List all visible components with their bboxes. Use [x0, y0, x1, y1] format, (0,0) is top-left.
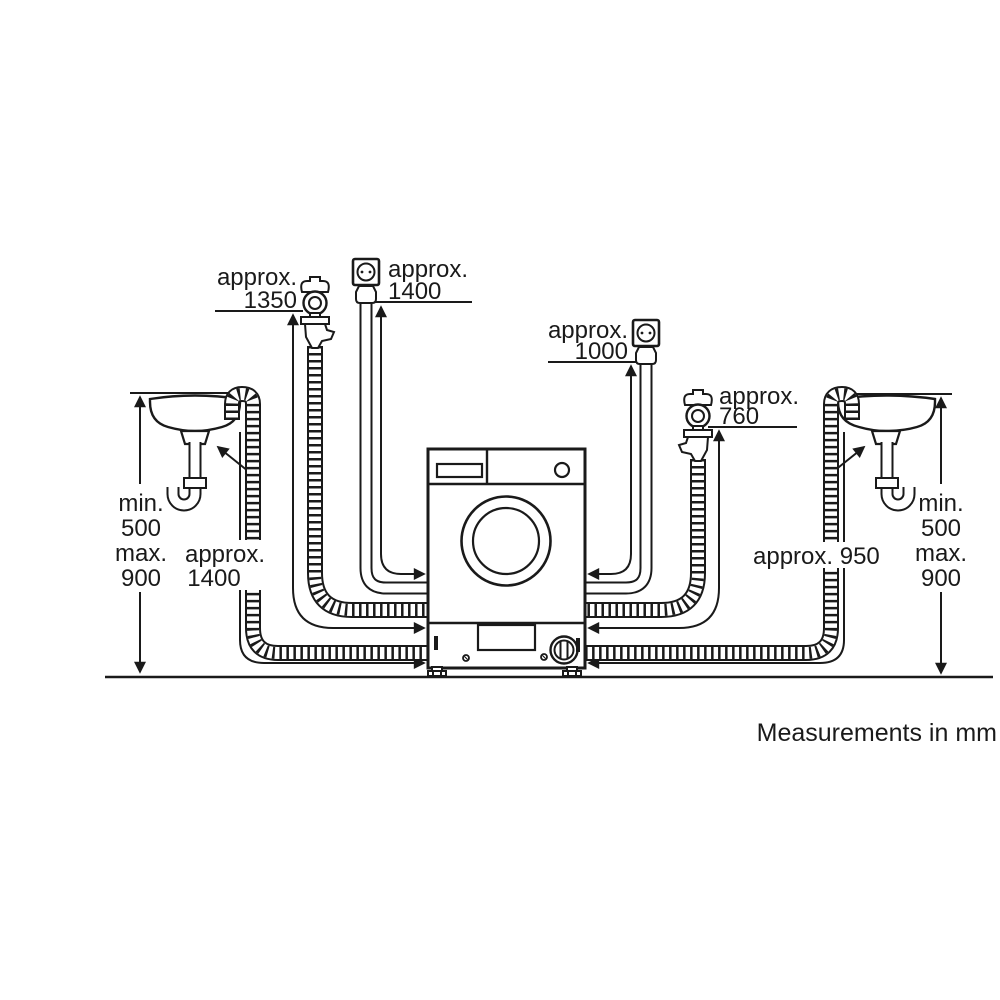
- label-tap-left-prefix: approx.: [217, 264, 297, 291]
- label-tap-right-value: 760: [719, 403, 759, 430]
- machine-display: [435, 462, 484, 479]
- tap-right-dimension-arrow: [587, 429, 725, 634]
- plug-icon: [635, 346, 657, 365]
- label-backing: [182, 540, 266, 590]
- right-sink-basin: [836, 394, 937, 433]
- right-sink: [823, 394, 937, 506]
- machine-door-glass: [471, 506, 541, 576]
- footer-label: Measurements in mm: [757, 719, 997, 747]
- machine-vent-slot-left: [434, 636, 438, 650]
- power-cable-left: [366, 301, 430, 588]
- label-drain-left-value: 1400: [187, 565, 240, 592]
- machine-vent-slot-right: [576, 638, 580, 652]
- label-power-top-value: 1400: [388, 278, 441, 305]
- left-sink-pedestal: [179, 429, 211, 446]
- label-tap-right-prefix: approx.: [719, 383, 799, 410]
- label-power-right-prefix: approx.: [548, 317, 628, 344]
- label-tap-left-value: 1350: [244, 287, 297, 314]
- label-power-right-value: 1000: [575, 338, 628, 365]
- washing-machine: [426, 447, 587, 677]
- machine-service-flap: [476, 623, 537, 652]
- label-height-right-min-value: 500: [921, 515, 961, 542]
- left-sink-basin: [148, 394, 242, 433]
- left-sink-trap-nut: [183, 477, 207, 489]
- right-sink-trap-nut: [875, 477, 899, 489]
- label-height-right-max: max.: [915, 540, 967, 567]
- power-socket-top-icon: [351, 257, 381, 304]
- drain-left-dimension-arrow: [239, 432, 426, 669]
- drain-right-dimension-arrow: [587, 432, 845, 669]
- label-power-top-prefix: approx.: [388, 256, 468, 283]
- label-drain-left-prefix: approx.: [185, 541, 265, 568]
- label-backing: [748, 542, 878, 568]
- power-right-dimension-arrow: [587, 364, 637, 580]
- tap-left-dimension-arrow: [287, 313, 426, 634]
- power-top-dimension-arrow: [375, 305, 426, 580]
- labels: approx. 1350 approx. 1400 approx. 1000 a…: [115, 256, 997, 747]
- power-socket-right-icon: [631, 318, 661, 365]
- label-height-left-min-value: 500: [121, 515, 161, 542]
- power-cable-right: [583, 363, 646, 588]
- label-height-right-max-value: 900: [921, 565, 961, 592]
- label-height-left-min: min.: [118, 490, 163, 517]
- dimension-lines: [130, 301, 952, 675]
- machine-foot: [427, 666, 447, 677]
- right-sink-pedestal: [870, 429, 902, 446]
- label-height-right-min: min.: [918, 490, 963, 517]
- label-drain-right: approx. 950: [753, 543, 880, 570]
- tap-left-icon: [300, 276, 336, 349]
- tap-right-icon: [677, 389, 713, 462]
- machine-foot: [562, 666, 582, 677]
- plug-icon: [355, 285, 377, 304]
- label-height-left-max: max.: [115, 540, 167, 567]
- label-height-left-max-value: 900: [121, 565, 161, 592]
- left-sink: [148, 394, 259, 506]
- machine-knob: [553, 461, 571, 479]
